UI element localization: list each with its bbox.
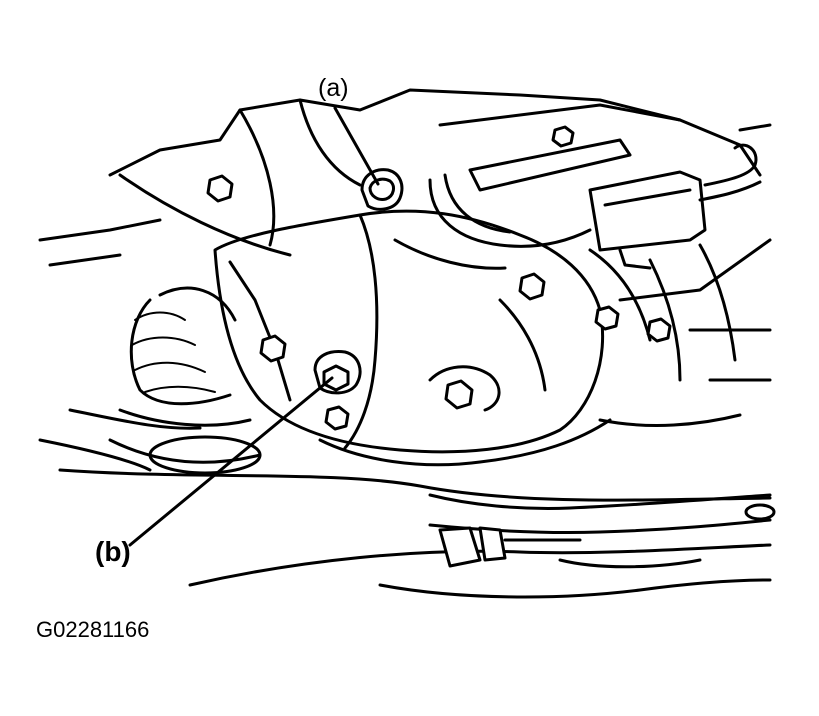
leader-line-b	[128, 376, 334, 547]
mounting-bolts	[206, 125, 672, 431]
filler-plug	[360, 168, 404, 211]
body-panel-lines	[38, 408, 772, 599]
leader-line-a	[333, 106, 380, 186]
differential-housing	[213, 209, 742, 467]
callout-b-label: (b)	[95, 536, 131, 567]
rear-support-bushing	[428, 493, 776, 569]
leader-lines	[128, 106, 380, 547]
callout-a-label: (a)	[318, 74, 349, 102]
upper-frame	[38, 88, 772, 267]
sensor-connector	[428, 138, 772, 382]
figure-code: G02281166	[36, 617, 150, 642]
drive-shaft-boot	[108, 286, 262, 475]
